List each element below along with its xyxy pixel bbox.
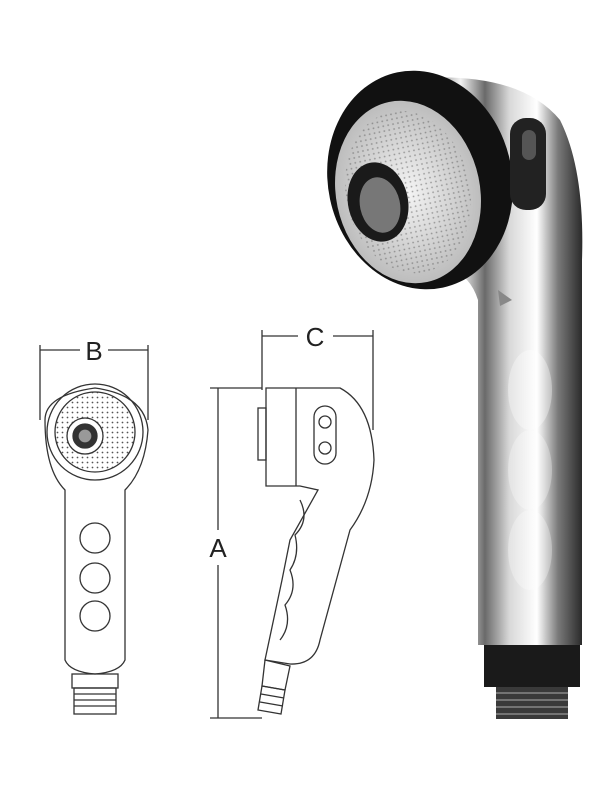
dimension-a-label: A xyxy=(209,533,227,563)
side-view-drawing xyxy=(210,330,375,719)
dimension-c-label: C xyxy=(306,322,325,352)
chrome-shower-head-image xyxy=(327,70,583,719)
dimension-b-label: B xyxy=(85,336,102,366)
front-view-drawing xyxy=(39,345,149,715)
